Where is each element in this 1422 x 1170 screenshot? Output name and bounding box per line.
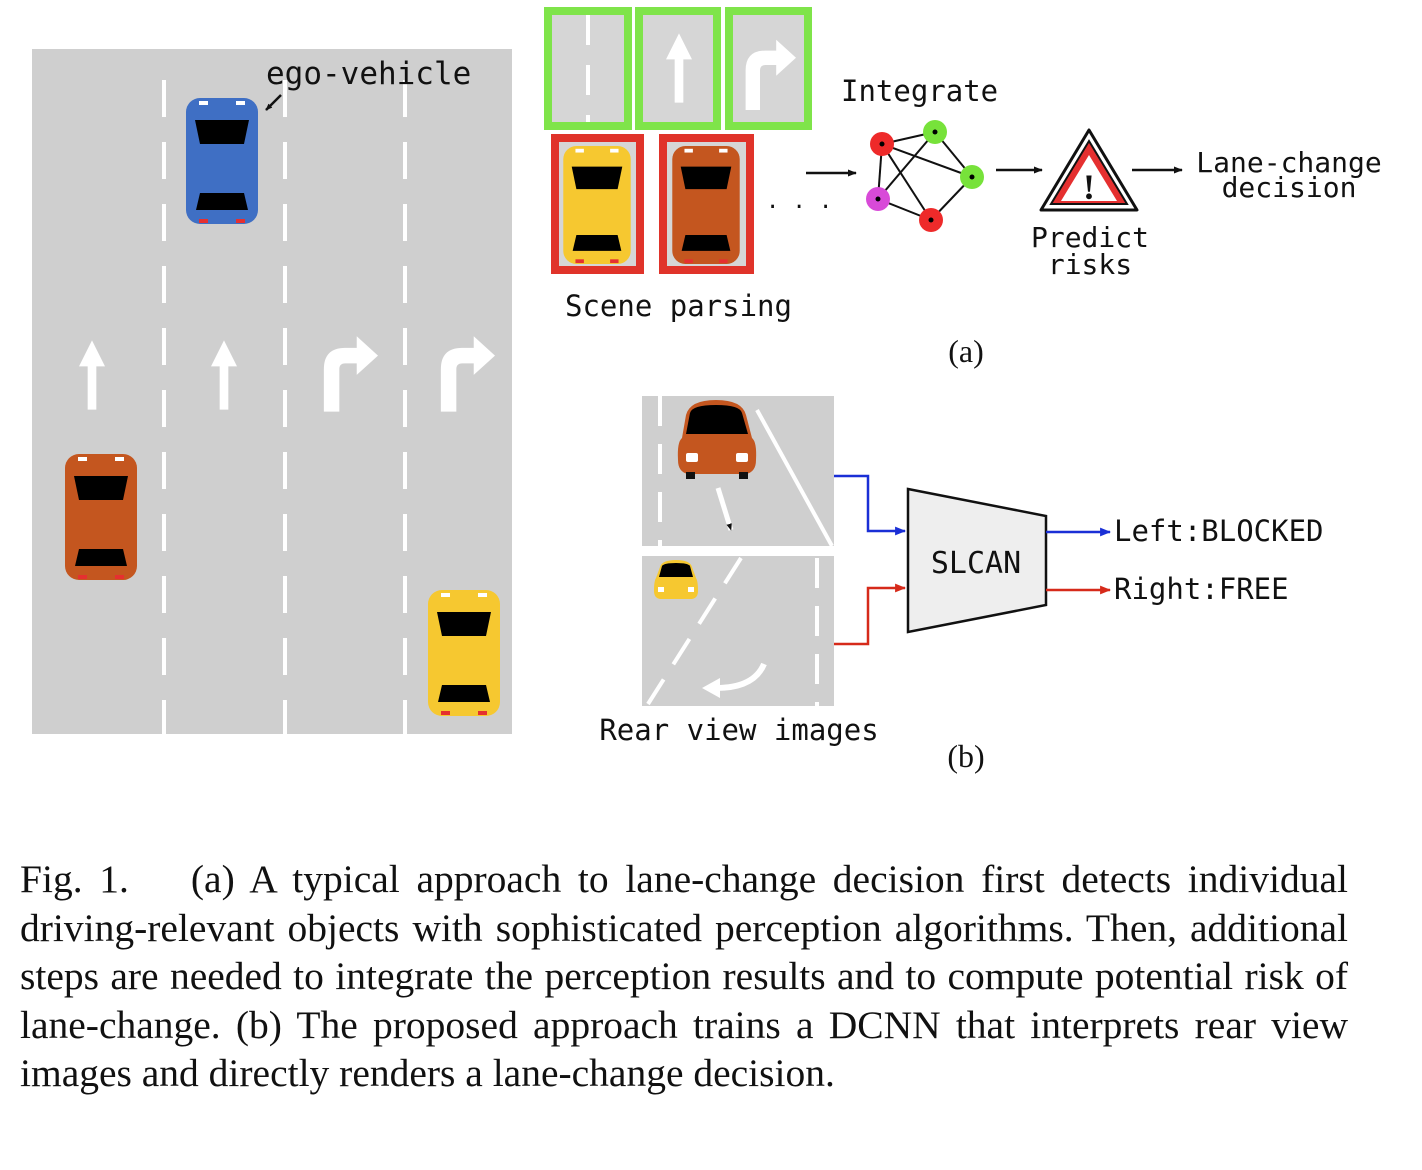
- lane-markings: [162, 80, 407, 734]
- rear-view-label: Rear view images: [599, 713, 878, 747]
- rear-car-yellow-icon: [654, 560, 698, 599]
- detected-yellow-car: [551, 134, 644, 274]
- ego-vehicle-label: ego-vehicle: [266, 56, 471, 92]
- decision-label-line1: Lane-change: [1196, 146, 1381, 179]
- orange-car-icon: [65, 454, 137, 580]
- detected-orange-car: [659, 134, 754, 274]
- graph-node: [866, 187, 890, 211]
- yellow-car-icon: [428, 590, 500, 716]
- risks-label: risks: [1048, 248, 1132, 281]
- scene-parsing-label: Scene parsing: [565, 289, 792, 323]
- left-output-label: Left:BLOCKED: [1114, 514, 1324, 548]
- decision-label-line2: decision: [1222, 171, 1357, 204]
- figure-caption: Fig. 1.(a) A typical approach to lane-ch…: [20, 855, 1348, 1098]
- rear-view-image-right: [642, 556, 834, 706]
- caption-label: Fig. 1.: [20, 857, 129, 901]
- graph-node: [870, 132, 894, 156]
- rear-view-image-left: [642, 396, 834, 547]
- arrow-crop: [635, 7, 721, 130]
- panel-a: . . . Scene parsing Integrate: [544, 7, 1382, 369]
- red-input-arrow: [834, 583, 907, 646]
- rear-car-orange-icon: [677, 400, 757, 479]
- ego-vehicle-car-icon: [186, 98, 258, 224]
- panel-a-label: (a): [948, 333, 984, 369]
- slcan-model: SLCAN: [906, 487, 1048, 634]
- blue-input-arrow: [834, 474, 907, 536]
- caption-text: (a) A typical approach to lane-change de…: [20, 857, 1348, 1096]
- lane-crop: [544, 7, 632, 130]
- graph-node: [919, 208, 943, 232]
- right-output-label: Right:FREE: [1114, 572, 1289, 606]
- warning-icon: !: [1039, 128, 1139, 212]
- object-graph: [866, 120, 984, 232]
- graph-node: [960, 165, 984, 189]
- exclamation-glyph: !: [1083, 167, 1095, 207]
- predict-label: Predict: [1031, 221, 1149, 254]
- ellipsis: . . .: [766, 189, 832, 214]
- panel-b-label: (b): [947, 738, 984, 774]
- ego-pointer-arrow: [265, 94, 282, 111]
- panel-b: Rear view images SLCAN Left:BLOCKED Righ…: [599, 396, 1324, 774]
- turn-crop: [725, 7, 812, 130]
- integrate-label: Integrate: [841, 74, 998, 108]
- figure-1: ego-vehicle . . . Scene parsing In: [32, 7, 1382, 774]
- slcan-label: SLCAN: [931, 546, 1021, 581]
- road-scene: ego-vehicle: [32, 49, 512, 734]
- graph-node: [923, 120, 947, 144]
